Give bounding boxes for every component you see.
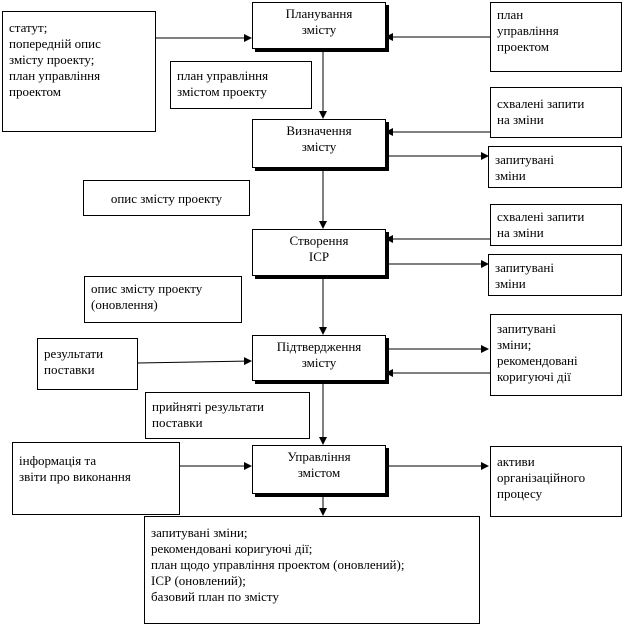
output-requested-changes-corrective-actions: запитувані зміни; рекомендовані коригуюч… xyxy=(490,314,622,396)
output-scope-management-plan: план управління змістом проекту xyxy=(170,61,312,109)
input-approved-change-requests-1: схвалені запити на зміни xyxy=(490,87,622,138)
output-organizational-process-assets: активи організаційного процесу xyxy=(490,446,622,517)
process-scope-definition: Визначення змісту xyxy=(252,119,386,168)
process-create-wbs: Створення ІСР xyxy=(252,229,386,276)
output-requested-changes-2: запитувані зміни xyxy=(488,254,622,296)
input-project-management-plan: план управління проектом xyxy=(490,2,622,72)
process-scope-verification: Підтвердження змісту xyxy=(252,335,386,381)
input-deliverables: результати поставки xyxy=(37,338,138,390)
output-requested-changes-1: запитувані зміни xyxy=(488,146,622,188)
process-scope-control: Управління змістом xyxy=(252,445,386,494)
output-accepted-deliverables: прийняті результати поставки xyxy=(145,392,310,439)
final-outputs: запитувані зміни; рекомендовані коригуюч… xyxy=(144,516,480,624)
output-scope-statement: опис змісту проекту xyxy=(83,180,250,216)
output-scope-statement-updated: опис змісту проекту (оновлення) xyxy=(84,276,242,323)
input-approved-change-requests-2: схвалені запити на зміни xyxy=(490,204,622,246)
input-charter: статут; попередній опис змісту проекту; … xyxy=(2,11,156,132)
input-work-performance-information: інформація та звіти про виконання xyxy=(12,442,180,515)
arrow-deliverables-to-verification xyxy=(137,357,252,366)
process-scope-planning: Планування змісту xyxy=(252,2,386,49)
